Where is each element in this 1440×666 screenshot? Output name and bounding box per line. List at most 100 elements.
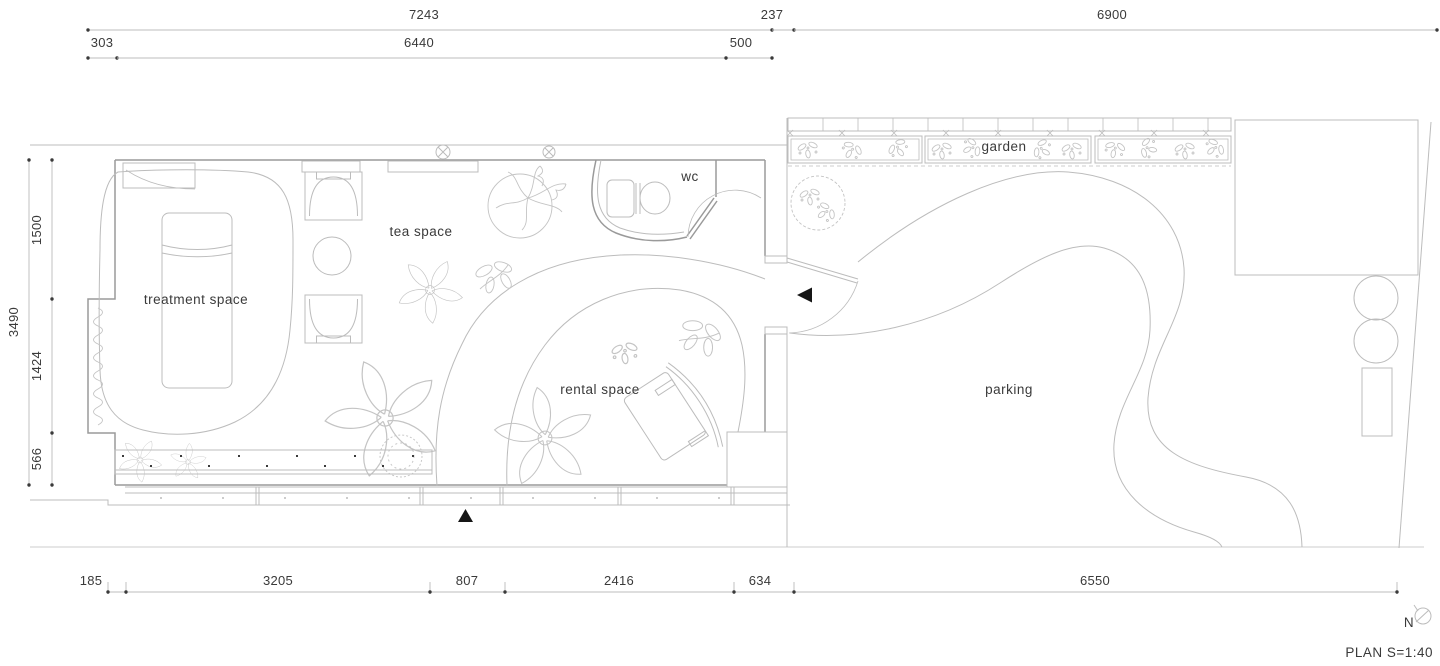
- garden-bush: [790, 175, 846, 231]
- toilet-bowl: [639, 181, 671, 215]
- rental-sofa: [623, 362, 724, 461]
- entry-door-swing-arc: [788, 280, 859, 334]
- wall-left-notched: [87, 160, 116, 485]
- entry-step-block: [726, 431, 788, 488]
- dim-label-3205: 3205: [263, 573, 293, 588]
- planter-box-1: [787, 135, 923, 164]
- treatment-table: [161, 212, 233, 389]
- neighbor-building: [1234, 119, 1419, 276]
- dim-label-6900: 6900: [1097, 7, 1127, 22]
- treatment-space: treatment space: [93, 162, 294, 435]
- wall-cabinet-1: [301, 160, 361, 173]
- parking-area: parking: [789, 119, 1419, 548]
- north-letter: N: [1404, 615, 1414, 630]
- planter-box-3: [1094, 135, 1232, 164]
- chair-1: [304, 171, 363, 221]
- plan-scale-title: PLAN S=1:40: [1345, 645, 1433, 660]
- entry-door-leaf: [786, 257, 859, 284]
- door-frame-bottom: [764, 326, 788, 335]
- path-curve-upper: [857, 171, 1303, 548]
- leaf-plant: [473, 259, 514, 295]
- round-table: [312, 236, 352, 276]
- interior-curves: [435, 254, 766, 487]
- deck: [125, 486, 790, 506]
- garden-wall-band: [787, 117, 1232, 132]
- window-bench: [114, 449, 433, 475]
- label-treatment-space: treatment space: [144, 292, 248, 307]
- counter: [122, 162, 196, 190]
- plant-sprig: [610, 340, 639, 365]
- dim-label-1424: 1424: [29, 351, 44, 381]
- wc-curved-wall-inner: [596, 159, 685, 235]
- flower-plant-small: [398, 261, 464, 325]
- dim-left-segments: 1500 1424 566: [29, 158, 54, 487]
- treatment-curtain-loop: [98, 169, 294, 435]
- vent-symbol-2: [542, 145, 556, 159]
- dim-label-185: 185: [80, 573, 103, 588]
- label-parking: parking: [985, 382, 1033, 397]
- treatment-table-pillow: [161, 244, 233, 258]
- floor-curve-outer: [435, 254, 766, 487]
- leaf-plant-rental: [670, 308, 728, 364]
- dim-303: 303: [86, 35, 119, 60]
- dim-label-500: 500: [730, 35, 753, 50]
- bench-flower-1: [118, 440, 163, 483]
- garden-wall-dividers: [822, 118, 1209, 131]
- wc-curved-wall-outer: [591, 159, 688, 242]
- tree-circle-2: [1353, 318, 1399, 364]
- planter-box-2: [924, 135, 1092, 164]
- wall-cabinet-2: [387, 160, 479, 173]
- monstera-plant: [495, 165, 567, 231]
- door-frame-top: [764, 255, 788, 264]
- dim-3490: 3490: [6, 158, 31, 487]
- dim-bottom-ticks: [106, 582, 1399, 594]
- wc-enclosure: [591, 159, 762, 242]
- dim-237: 237: [761, 7, 796, 32]
- north-indicator: N: [1404, 604, 1432, 630]
- boundary-right-slant: [1398, 121, 1432, 549]
- tea-space: tea space: [304, 171, 452, 344]
- dimensions-top: 7243 237 6900 303 6440 500: [86, 7, 1439, 60]
- dim-label-303: 303: [91, 35, 114, 50]
- dim-label-237: 237: [761, 7, 784, 22]
- bench-and-deck: [114, 449, 790, 506]
- floor-curve-inner: [506, 287, 746, 487]
- building-walls: [87, 144, 788, 488]
- toilet: [606, 179, 671, 218]
- entrance: [786, 257, 859, 334]
- entrance-arrow-left-icon: [797, 287, 812, 303]
- dim-label-1500: 1500: [29, 215, 44, 245]
- label-tea-space: tea space: [389, 224, 452, 239]
- rental-space: rental space: [560, 362, 724, 461]
- garden-strip: garden: [786, 117, 1232, 167]
- label-wc: wc: [680, 169, 699, 184]
- dim-label-3490: 3490: [6, 307, 21, 337]
- dim-label-2416: 2416: [604, 573, 634, 588]
- dim-500: 500: [724, 35, 774, 60]
- dim-label-6550: 6550: [1080, 573, 1110, 588]
- label-rental-space: rental space: [560, 382, 640, 397]
- dim-label-634: 634: [749, 573, 772, 588]
- dim-7243: 7243: [86, 7, 774, 32]
- site-boundary: [30, 118, 1432, 549]
- wc-door-leaf: [686, 197, 718, 240]
- north-icon: [1414, 607, 1432, 625]
- path-curve-lower: [789, 245, 1223, 548]
- dimensions-bottom: 185 3205 807 2416 634 6550: [80, 573, 1399, 594]
- toilet-tank: [606, 179, 635, 218]
- dimensions-left: 3490 1500 1424 566: [6, 158, 54, 487]
- curtain-drapery-hatch: [93, 307, 103, 426]
- chair-2: [304, 294, 363, 344]
- dim-label-807: 807: [456, 573, 479, 588]
- garden-bed-rect: [1361, 367, 1393, 437]
- entrance-arrow-up-icon: [458, 509, 473, 522]
- dim-6440: 6440: [117, 35, 726, 59]
- potted-plant-pot: [487, 173, 553, 239]
- dim-label-6440: 6440: [404, 35, 434, 50]
- bench-flower-2: [162, 438, 213, 489]
- wc-door-swing-arc: [687, 189, 762, 238]
- plants: [118, 165, 846, 510]
- vent-symbol-1: [435, 144, 451, 160]
